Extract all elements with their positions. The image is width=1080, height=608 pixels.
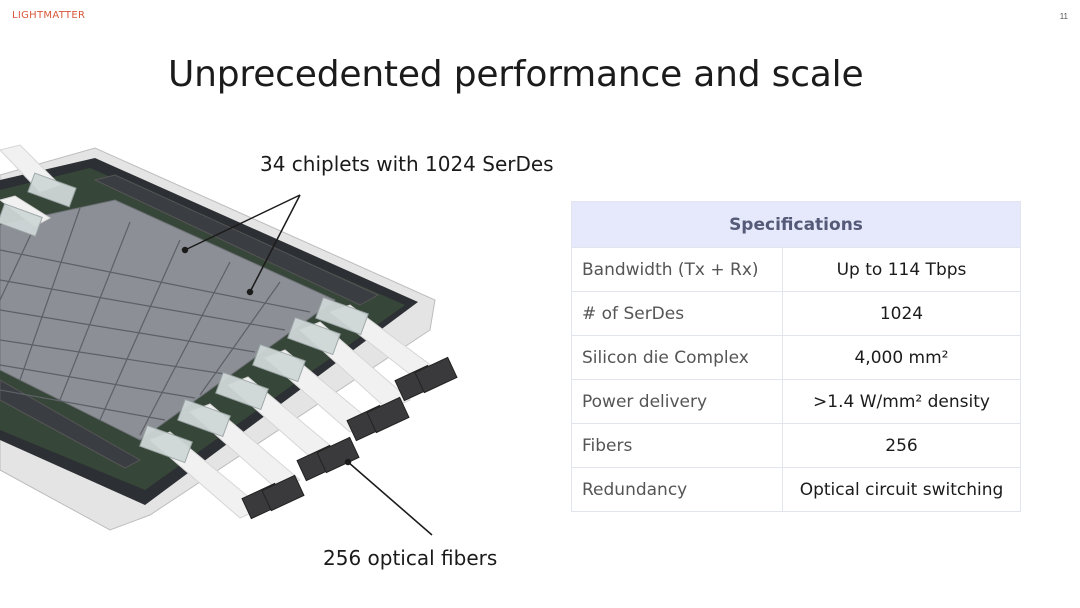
spec-label: Silicon die Complex	[571, 335, 783, 380]
top-strip	[93, 174, 380, 306]
spec-label: Redundancy	[571, 467, 783, 512]
table-row: Fibers 256	[571, 423, 1021, 468]
table-row: Power delivery >1.4 W/mm² density	[571, 379, 1021, 424]
table-row: Bandwidth (Tx + Rx) Up to 114 Tbps	[571, 247, 1021, 292]
fibers-callout: 256 optical fibers	[323, 546, 498, 570]
spec-value: 1024	[782, 291, 1021, 336]
table-row: Silicon die Complex 4,000 mm²	[571, 335, 1021, 380]
chiplets-callout: 34 chiplets with 1024 SerDes	[260, 152, 554, 176]
slide-title: Unprecedented performance and scale	[168, 54, 864, 95]
spec-value: >1.4 W/mm² density	[782, 379, 1021, 424]
page-number: 11	[1059, 12, 1068, 21]
spec-label: Power delivery	[571, 379, 783, 424]
pointer-line-fibers	[347, 461, 433, 536]
spec-value: 256	[782, 423, 1021, 468]
silicon-die	[0, 199, 336, 441]
table-row: Redundancy Optical circuit switching	[571, 467, 1021, 512]
specifications-table: Specifications Bandwidth (Tx + Rx) Up to…	[571, 201, 1021, 512]
specifications-header-row: Specifications	[571, 201, 1021, 248]
specifications-heading: Specifications	[571, 201, 1021, 248]
spec-value: Optical circuit switching	[782, 467, 1021, 512]
spec-label: Bandwidth (Tx + Rx)	[571, 247, 783, 292]
pointer-line-chiplet-1	[184, 194, 301, 251]
table-row: # of SerDes 1024	[571, 291, 1021, 336]
spec-value: Up to 114 Tbps	[782, 247, 1021, 292]
spec-label: Fibers	[571, 423, 783, 468]
lightmatter-logo: LIGHTMATTER	[12, 10, 86, 21]
spec-label: # of SerDes	[571, 291, 783, 336]
spec-value: 4,000 mm²	[782, 335, 1021, 380]
pointer-line-chiplet-2	[249, 194, 301, 293]
bottom-strip	[0, 379, 142, 469]
chip-package-illustration	[0, 144, 458, 536]
